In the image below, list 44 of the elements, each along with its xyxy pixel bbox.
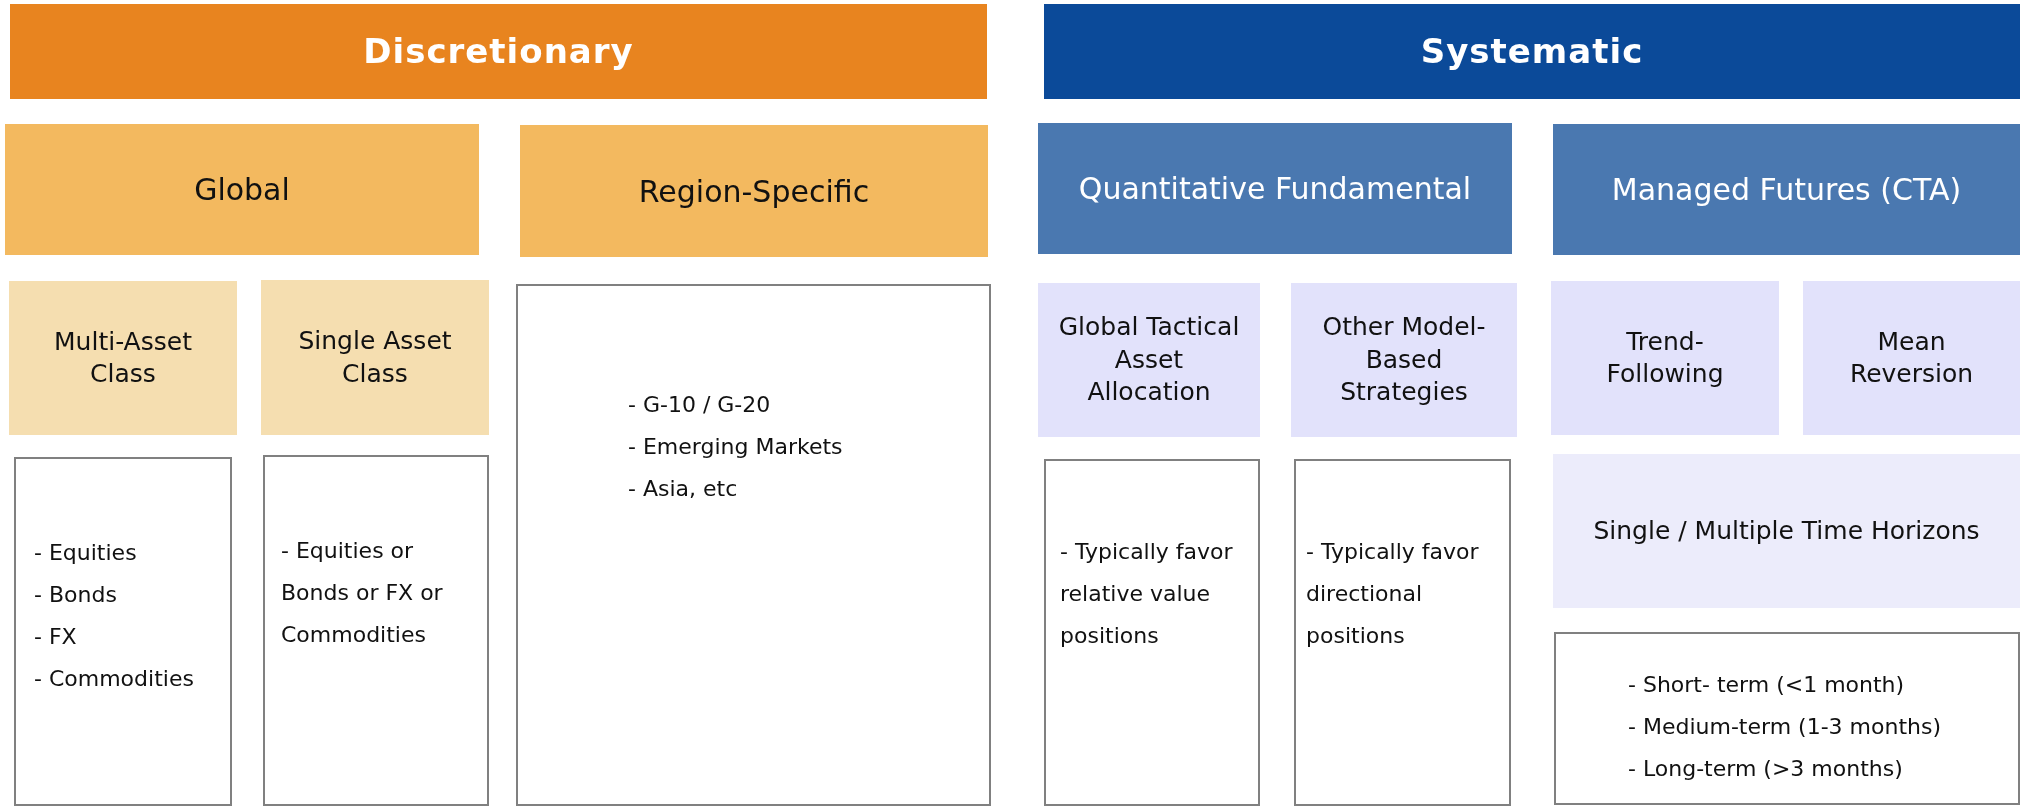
detail-box (516, 284, 991, 806)
detail-box (1294, 459, 1511, 806)
category-box (5, 124, 479, 255)
subcategory-label: Global Tactical Asset Allocation (1057, 311, 1241, 409)
detail-box (263, 455, 489, 806)
list-item: - FX (34, 623, 78, 651)
category-label: Managed Futures (CTA) (1611, 171, 1962, 209)
subcategory-label: Mean Reversion (1848, 325, 1975, 390)
subcategory-box (1551, 281, 1779, 435)
category-box (1038, 123, 1512, 254)
list-item: - Equities (34, 539, 138, 567)
category-label: Quantitative Fundamental (1078, 170, 1472, 208)
list-item: - Emerging Markets (628, 433, 844, 461)
category-label: Region-Specific (638, 172, 870, 211)
category-box (520, 125, 988, 257)
subcategory-box (1803, 281, 2020, 435)
list-item: - Short- term (<1 month) (1628, 671, 1906, 699)
header-title: Systematic (1420, 30, 1644, 74)
subcategory-box (1291, 283, 1517, 437)
list-item: - Bonds (34, 581, 118, 609)
subcategory-box (261, 280, 489, 435)
subcategory-box (1038, 283, 1260, 437)
subcategory-label: Multi-Asset Class (53, 325, 193, 390)
header-bar (1044, 4, 2020, 99)
subcategory-label: Trend-Following (1605, 325, 1725, 390)
category-box (1553, 124, 2020, 255)
list-item: - Medium-term (1-3 months) (1628, 713, 1943, 741)
subcategory-box (9, 281, 237, 435)
list-item: - Commodities (34, 665, 195, 693)
header-title: Discretionary (363, 30, 634, 74)
detail-box (1044, 459, 1260, 806)
subcategory-label: Other Model-Based Strategies (1321, 311, 1487, 409)
list-item: - Typically favor relative value positions (1060, 538, 1234, 650)
list-item: - Equities or Bonds or FX or Commodities (281, 537, 444, 649)
header-bar (10, 4, 987, 99)
list-item: - Asia, etc (628, 475, 739, 503)
category-label: Global (194, 171, 290, 209)
subcategory-label: Single Asset Class (297, 325, 453, 390)
list-item: - Typically favor directional positions (1306, 538, 1480, 650)
list-item: - Long-term (>3 months) (1628, 755, 1904, 783)
detail-box (14, 457, 232, 806)
list-item: - G-10 / G-20 (628, 391, 772, 419)
detail-box (1554, 632, 2020, 805)
subcategory-label: Single / Multiple Time Horizons (1593, 514, 1980, 547)
